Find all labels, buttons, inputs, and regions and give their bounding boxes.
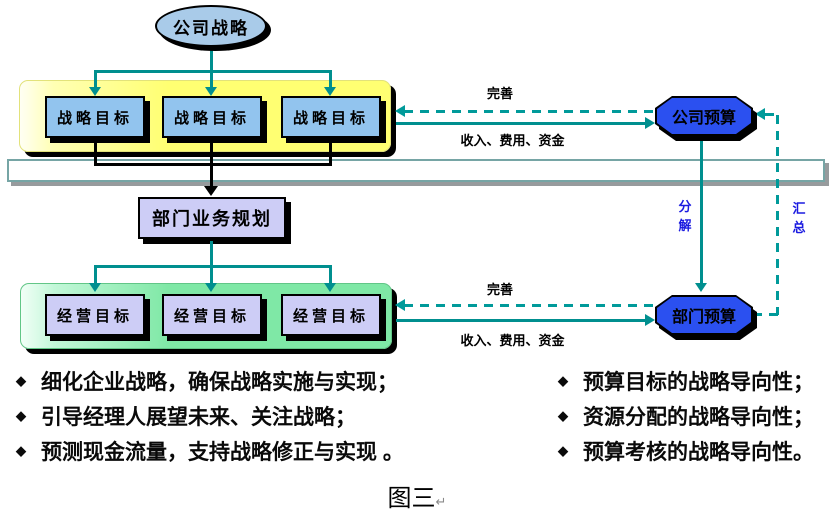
- bullet-text: 资源分配的战略导向性；: [583, 406, 814, 429]
- bullet-left-1: ◆ 细化企业战略，确保战略实施与实现；: [16, 366, 398, 396]
- black-connector-bus: [94, 163, 332, 166]
- arrowhead-down-icon: [324, 283, 336, 292]
- node-label: 部门预算: [671, 309, 736, 326]
- node-strategic-goal-3: 战略目标: [281, 96, 381, 138]
- dashed-line-aggregate-vertical: [776, 115, 779, 315]
- bullet-right-2: ◆ 资源分配的战略导向性；: [558, 401, 814, 431]
- arrowhead-down-icon: [324, 87, 336, 96]
- arrowhead-down-icon: [204, 186, 218, 196]
- solid-line-flows-bottom: [396, 319, 645, 322]
- diamond-bullet-icon: ◆: [558, 373, 568, 388]
- bullet-left-2: ◆ 引导经理人展望未来、关注战略；: [16, 401, 356, 431]
- node-dept-budget: 部门预算: [655, 295, 753, 335]
- label-improve-top: 完善: [486, 86, 513, 101]
- arrowhead-down-icon: [205, 283, 217, 292]
- node-strategic-goal-1: 战略目标: [45, 96, 145, 138]
- bullet-text: 细化企业战略，确保战略实施与实现；: [41, 371, 398, 394]
- arrowhead-right-icon: [645, 117, 655, 129]
- node-dept-plan: 部门业务规划: [138, 197, 286, 239]
- node-label: 战略目标: [292, 109, 369, 127]
- node-label: 战略目标: [173, 109, 250, 127]
- bullet-text: 引导经理人展望未来、关注战略；: [41, 406, 356, 429]
- diamond-bullet-icon: ◆: [558, 443, 568, 458]
- octagon-fill: 公司预算: [657, 98, 751, 134]
- dashed-line-aggregate-top: [765, 113, 777, 116]
- connector-ellipse-stem: [210, 44, 213, 72]
- bullet-text: 预算目标的战略导向性；: [583, 371, 814, 394]
- diamond-bullet-icon: ◆: [558, 408, 568, 423]
- arrowhead-down-icon: [89, 87, 101, 96]
- arrowhead-down-icon: [89, 283, 101, 292]
- bullet-text: 预算考核的战略导向性。: [583, 441, 814, 464]
- connector-mid-bus: [95, 265, 331, 268]
- node-company-strategy-label: 公司战略: [173, 18, 249, 38]
- node-company-budget: 公司预算: [655, 96, 753, 136]
- connector-mid-stub-1: [94, 265, 97, 283]
- diamond-bullet-icon: ◆: [16, 373, 26, 388]
- bullet-right-1: ◆ 预算目标的战略导向性；: [558, 366, 814, 396]
- dashed-line-improve-top: [404, 110, 653, 113]
- connector-top-bus: [95, 70, 331, 73]
- arrowhead-down-icon: [205, 87, 217, 96]
- arrowhead-down-icon: [695, 283, 707, 292]
- label-improve-bottom: 完善: [486, 282, 513, 297]
- solid-line-flows-top: [396, 122, 645, 125]
- label-aggregate: 汇总: [792, 201, 806, 235]
- bullet-text: 预测现金流量，支持战略修正与实现 。: [41, 441, 404, 464]
- caption-text: 图三: [387, 486, 436, 512]
- dashed-line-aggregate-bottom: [753, 313, 779, 316]
- node-label: 经营目标: [292, 307, 369, 325]
- bullet-right-3: ◆ 预算考核的战略导向性。: [558, 436, 814, 466]
- node-label: 部门业务规划: [152, 209, 272, 229]
- arrowhead-left-icon: [395, 299, 405, 311]
- node-label: 公司预算: [671, 110, 736, 127]
- figure-caption: 图三↵: [300, 478, 534, 513]
- node-operating-goal-1: 经营目标: [45, 294, 145, 336]
- node-strategic-goal-2: 战略目标: [162, 96, 262, 138]
- arrowhead-left-icon: [755, 108, 765, 120]
- connector-mid-stub-3: [329, 265, 332, 283]
- arrowhead-left-icon: [395, 105, 405, 117]
- node-company-strategy: 公司战略: [155, 5, 267, 47]
- connector-plan-stem: [210, 241, 213, 267]
- connector-mid-stub-2: [210, 265, 213, 283]
- node-label: 经营目标: [173, 307, 250, 325]
- node-label: 战略目标: [56, 109, 133, 127]
- connector-top-stub-3: [329, 70, 332, 88]
- node-operating-goal-3: 经营目标: [281, 294, 381, 336]
- diamond-bullet-icon: ◆: [16, 443, 26, 458]
- bullet-left-3: ◆ 预测现金流量，支持战略修正与实现 。: [16, 436, 404, 466]
- diamond-bullet-icon: ◆: [16, 408, 26, 423]
- octagon-fill: 部门预算: [657, 297, 751, 333]
- connector-top-stub-2: [210, 70, 213, 88]
- paragraph-return-icon: ↵: [435, 494, 447, 509]
- node-label: 经营目标: [56, 307, 133, 325]
- label-flows-bottom: 收入、费用、资金: [460, 333, 565, 348]
- arrowhead-right-icon: [645, 314, 655, 326]
- dashed-line-improve-bottom: [404, 304, 653, 307]
- black-connector-left: [94, 138, 97, 166]
- black-connector-right: [329, 138, 332, 166]
- label-flows-top: 收入、费用、资金: [460, 133, 565, 148]
- solid-line-decompose: [700, 138, 703, 284]
- label-decompose: 分解: [678, 199, 692, 233]
- connector-top-stub-1: [94, 70, 97, 88]
- node-operating-goal-2: 经营目标: [162, 294, 262, 336]
